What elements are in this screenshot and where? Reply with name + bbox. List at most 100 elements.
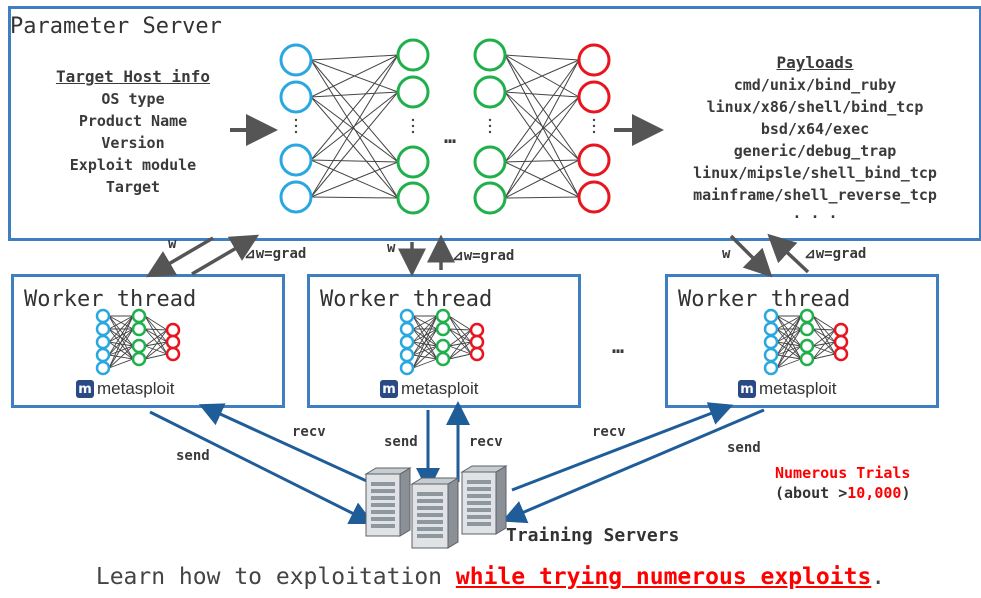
recv-label: recv: [592, 424, 626, 440]
network-edge: [812, 341, 836, 360]
metasploit-logo: m metasploit: [76, 379, 174, 399]
network-edge: [310, 54, 399, 161]
server-slot: [417, 520, 443, 524]
network-node: [799, 321, 815, 337]
ellipsis-dot: [411, 118, 415, 122]
send-label: send: [384, 434, 418, 450]
ellipsis-dot: [294, 130, 298, 134]
server-slot: [417, 527, 443, 531]
target-info-item: Target: [105, 178, 161, 196]
network-edge: [812, 353, 836, 360]
network-edge: [108, 315, 134, 347]
network-node: [435, 321, 451, 337]
network-node: [95, 321, 111, 337]
network-node: [131, 308, 147, 324]
network-node: [469, 322, 485, 338]
network-edge: [812, 315, 836, 331]
metasploit-icon: m: [380, 380, 398, 398]
network-node: [577, 143, 611, 177]
network-node: [165, 346, 181, 362]
network-edge: [310, 54, 399, 61]
network-edge: [412, 315, 438, 356]
weights-label: w: [168, 236, 177, 252]
network-node: [577, 80, 611, 114]
worker-thread-title: Worker thread: [320, 287, 493, 312]
payload-item: linux/mipsle/shell_bind_tcp: [693, 164, 937, 182]
network-edge: [310, 96, 399, 199]
network-node: [279, 180, 313, 214]
weights-label: w: [387, 240, 396, 256]
network-edge: [448, 315, 472, 331]
network-edge: [504, 91, 580, 98]
metasploit-logo-text: metasploit: [759, 379, 837, 398]
network-node: [763, 360, 779, 376]
network-node: [473, 75, 507, 109]
network-node: [435, 351, 451, 367]
network-edge: [504, 159, 580, 199]
ellipsis-dot: [488, 118, 492, 122]
network-edge: [108, 345, 134, 369]
network-node: [399, 347, 415, 363]
send-label: send: [727, 440, 761, 456]
network-node: [95, 347, 111, 363]
network-edge: [144, 329, 168, 360]
network-edge: [776, 328, 802, 347]
send-arrow: [149, 410, 375, 525]
recv-label: recv: [469, 434, 503, 450]
network-edge: [310, 196, 399, 199]
network-edge: [776, 341, 802, 347]
network-edge: [310, 91, 399, 198]
network-edge: [812, 328, 836, 331]
ellipsis-dot: [592, 130, 596, 134]
network-node: [577, 43, 611, 77]
network-node: [165, 334, 181, 350]
network-node: [799, 308, 815, 324]
network-node: [165, 322, 181, 338]
network-edge: [504, 54, 580, 61]
network-edge: [448, 315, 472, 343]
target-host-info: Target Host info OS type Product Name Ve…: [28, 66, 238, 198]
network-node: [279, 80, 313, 114]
network-edge: [504, 159, 580, 163]
trials-count: (about >10,000): [775, 484, 911, 502]
network-node: [763, 308, 779, 324]
network-edge: [412, 315, 438, 369]
network-edge: [812, 315, 836, 343]
network-node: [399, 321, 415, 337]
network-edge: [108, 328, 134, 369]
network-node: [469, 334, 485, 350]
payload-more: . . .: [792, 204, 838, 222]
network-node: [833, 334, 849, 350]
network-edge: [812, 328, 836, 355]
ellipsis-dot: [411, 124, 415, 128]
server-slot: [371, 503, 395, 507]
payload-item: mainframe/shell_reverse_tcp: [693, 186, 937, 204]
network-edge: [108, 345, 134, 356]
metasploit-logo-text: metasploit: [401, 379, 479, 398]
network-edge: [310, 91, 399, 98]
server-slot: [467, 501, 491, 505]
network-edge: [144, 328, 168, 331]
network-edge: [412, 345, 438, 369]
server-slot: [417, 513, 443, 517]
network-edge: [504, 59, 580, 163]
network-ellipsis: …: [444, 124, 457, 148]
network-edge: [108, 315, 134, 330]
network-edge: [504, 196, 580, 199]
network-edge: [108, 328, 134, 347]
network-edge: [448, 328, 472, 331]
network-edge: [812, 329, 836, 360]
network-edge: [310, 159, 399, 163]
network-edge: [812, 328, 836, 343]
network-edge: [412, 328, 438, 347]
server-slot: [371, 489, 395, 493]
network-edge: [504, 96, 580, 199]
network-node: [396, 75, 430, 109]
weights-down-arrow: [145, 236, 214, 278]
recv-label: recv: [292, 424, 326, 440]
payloads-header: Payloads: [776, 53, 854, 72]
server-slot: [467, 522, 491, 526]
summary-caption: Learn how to exploitation while trying n…: [0, 564, 981, 590]
network-node: [131, 321, 147, 337]
